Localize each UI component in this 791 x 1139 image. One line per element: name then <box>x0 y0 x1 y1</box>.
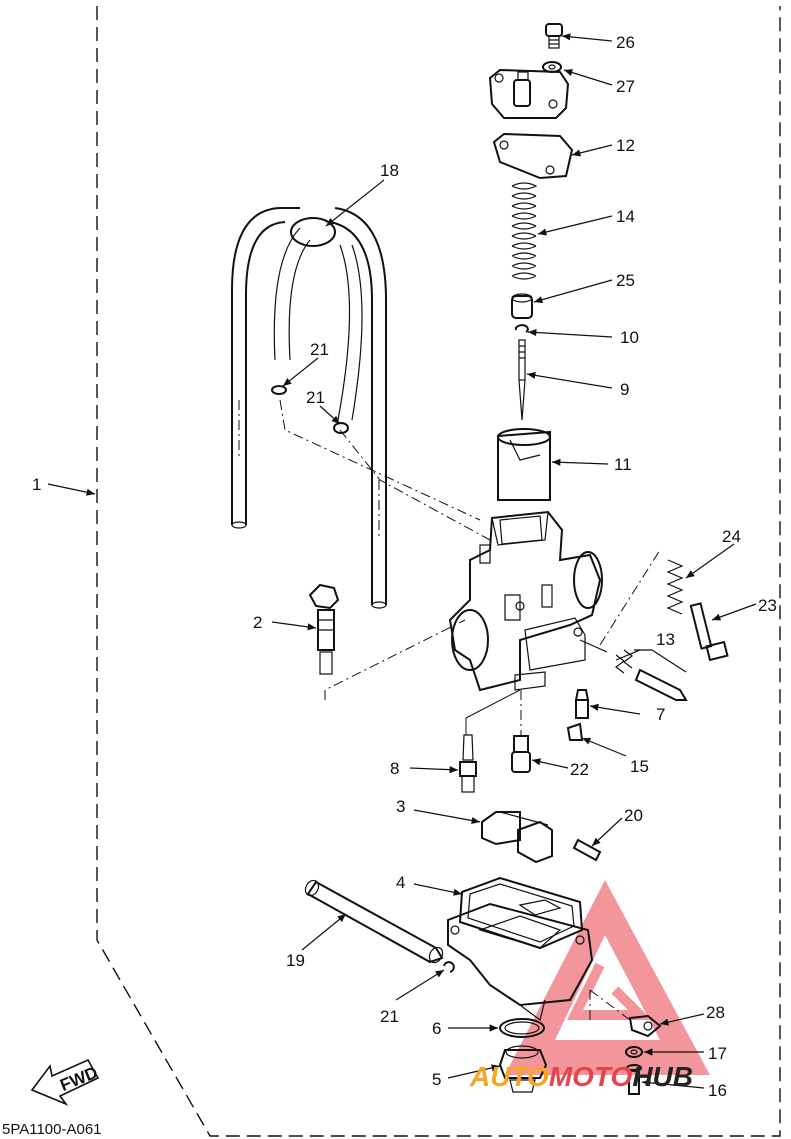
washer-17 <box>625 1046 643 1058</box>
callout-3: 3 <box>396 797 405 816</box>
spring-24 <box>666 559 684 615</box>
callout-13: 13 <box>656 630 675 649</box>
callout-10: 10 <box>620 328 639 347</box>
callout-19: 19 <box>286 951 305 970</box>
callout-17: 17 <box>708 1044 727 1063</box>
tube-19 <box>304 879 444 964</box>
callout-23: 23 <box>758 596 777 615</box>
jet-7 <box>574 689 590 719</box>
fwd-arrow: FWD <box>30 1058 100 1106</box>
holder-25 <box>511 293 533 319</box>
watermark-word-b: MOTO <box>549 1061 633 1092</box>
screw-26 <box>545 23 563 49</box>
watermark-word-a: AUTO <box>469 1061 549 1092</box>
callout-16: 16 <box>708 1081 727 1100</box>
air-screw-2 <box>308 583 340 675</box>
watermark-word-c: HUB <box>632 1061 693 1092</box>
callout-7: 7 <box>656 705 665 724</box>
leader-lines <box>47 33 757 1089</box>
callout-4: 4 <box>396 873 405 892</box>
callout-21-b: 21 <box>306 388 325 407</box>
callout-6: 6 <box>432 1019 441 1038</box>
callout-11: 11 <box>614 455 632 474</box>
screw-23 <box>689 602 729 662</box>
callout-24: 24 <box>722 527 741 546</box>
spring-14 <box>511 182 538 280</box>
clip-10 <box>514 324 529 333</box>
callout-28: 28 <box>706 1003 725 1022</box>
callout-5: 5 <box>432 1070 441 1089</box>
plug-5 <box>498 1045 548 1093</box>
callout-labels: 1 2 3 4 5 6 7 8 9 10 11 12 13 14 15 16 1… <box>32 33 777 1100</box>
callout-15: 15 <box>630 757 649 776</box>
callout-26: 26 <box>616 33 635 52</box>
callout-18: 18 <box>380 161 399 180</box>
washer-27 <box>542 61 562 73</box>
hose-routing <box>238 399 491 541</box>
fwd-label: FWD <box>57 1063 100 1095</box>
screw-16 <box>626 1064 642 1095</box>
callout-14: 14 <box>616 207 635 226</box>
callout-25: 25 <box>616 271 635 290</box>
needle-9 <box>518 339 526 421</box>
callout-21-a: 21 <box>310 340 329 359</box>
cap-top <box>488 68 570 119</box>
callout-12: 12 <box>616 136 635 155</box>
jet-22 <box>511 690 531 773</box>
callout-21-c: 21 <box>380 1007 399 1026</box>
carburetor-body <box>448 510 603 692</box>
float-3 <box>481 811 553 864</box>
vent-hose-18 <box>231 207 387 609</box>
callout-22: 22 <box>570 760 589 779</box>
callout-20: 20 <box>624 806 643 825</box>
drawing-code: 5PA1100-A061 <box>2 1121 102 1138</box>
pin-20 <box>572 838 602 862</box>
watermark-text: AUTOMOTOHUB <box>469 1061 693 1092</box>
callout-9: 9 <box>620 380 629 399</box>
callout-2: 2 <box>253 613 262 632</box>
float-bowl <box>447 899 594 1022</box>
throttle-valve-11 <box>497 428 551 501</box>
plate-15 <box>566 722 584 741</box>
bracket-28 <box>589 989 662 1038</box>
callout-27: 27 <box>616 77 635 96</box>
assembly-boundary <box>96 6 781 1137</box>
callout-8: 8 <box>390 759 399 778</box>
callout-1: 1 <box>32 475 41 494</box>
needle-jet-8 <box>459 689 521 793</box>
gasket-12 <box>492 132 574 180</box>
oring-6 <box>499 1018 545 1038</box>
pilot-screw-13 <box>599 549 688 701</box>
clip-21-lower <box>443 961 455 973</box>
watermark-logo <box>505 880 710 1075</box>
